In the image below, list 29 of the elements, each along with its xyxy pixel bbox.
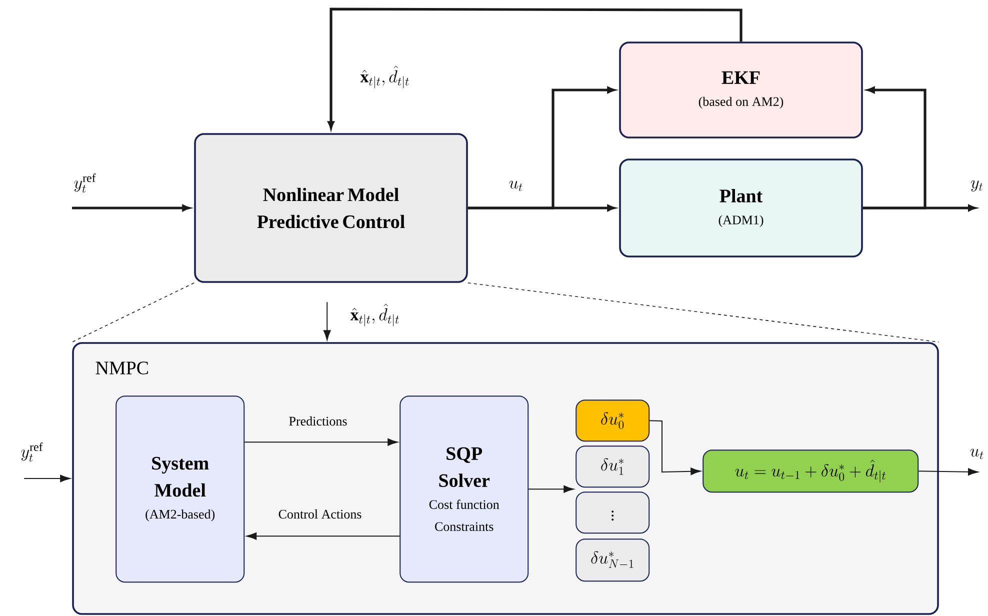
arrow — [246, 532, 400, 540]
arrow — [528, 485, 574, 493]
edge-label: $y_t^{\mathrm{ref}}$ — [21, 442, 43, 462]
dashed-line — [468, 282, 940, 342]
formula-box: $u_t = u_{t-1} + \delta u_0^* + \hat{d}_{t|t}$ — [702, 450, 919, 493]
arrow — [649, 420, 701, 476]
edge-label: $\hat{\mathbf{x}}_{t|t}, \hat{d}_{t|t}$ — [360, 66, 409, 88]
value-box: $\delta u_0^*$ — [576, 400, 650, 442]
edge-label: Predictions — [289, 416, 347, 426]
dashed-line — [72, 282, 194, 342]
process-box: SQP Solver Cost function Constraints — [400, 396, 529, 583]
edge-label: $u_t$ — [509, 180, 522, 192]
value-box: $\delta u_1^*$ — [576, 446, 650, 488]
edge-label: Control Actions — [278, 509, 362, 519]
arrow — [244, 438, 398, 446]
edge-label: $y_t^{\mathrm{ref}}$ — [74, 174, 96, 193]
edge-label: $u_t$ — [970, 448, 984, 460]
arrow — [862, 86, 926, 210]
edge-label: $y_t$ — [970, 180, 983, 192]
value-box: $\vdots$ — [576, 492, 650, 534]
process-box: EKF (based on AM2) — [619, 42, 863, 138]
arrow — [323, 302, 331, 340]
arrow — [918, 468, 978, 476]
edge-label: $\hat{\mathbf{x}}_{t|t}, \hat{d}_{t|t}$ — [350, 304, 399, 326]
value-box: $\delta u_{N-1}^*$ — [576, 538, 650, 582]
process-box: System Model (AM2-based) — [116, 396, 245, 583]
process-box: Plant (ADM1) — [619, 158, 863, 258]
process-box: Nonlinear Model Predictive Control — [194, 133, 468, 283]
arrow — [24, 474, 70, 482]
